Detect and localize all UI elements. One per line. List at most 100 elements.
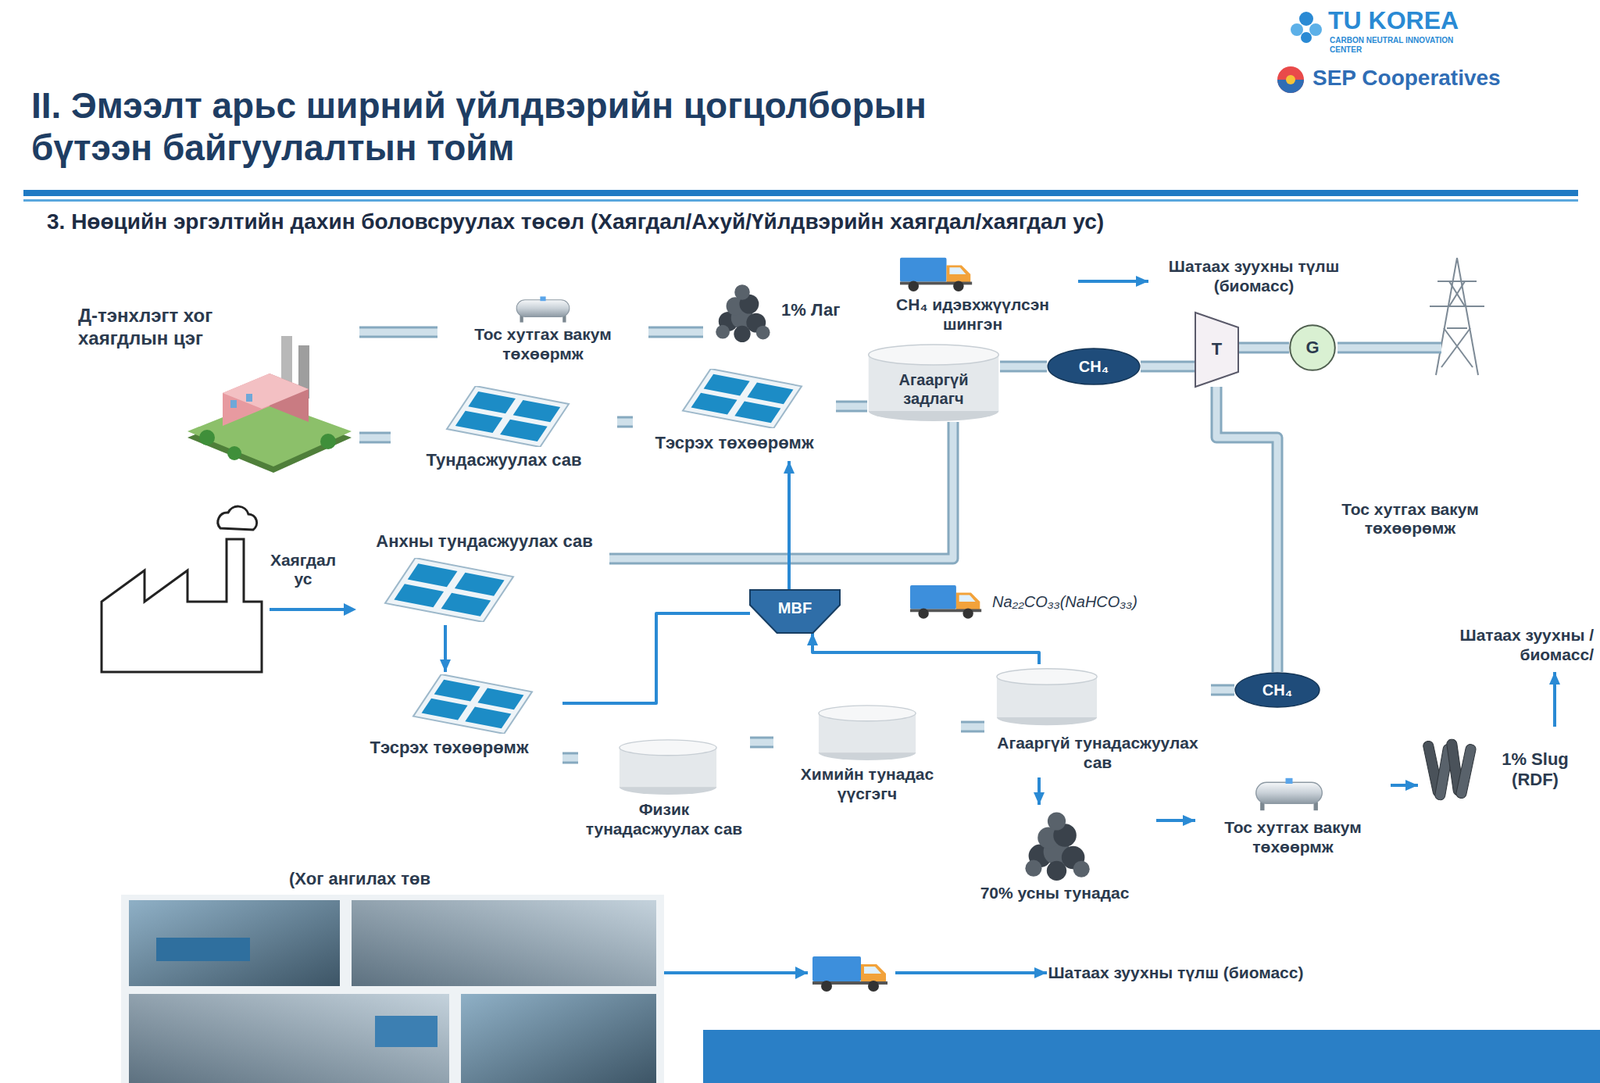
power-tower <box>1443 328 1473 368</box>
tu-korea-logo <box>1290 23 1304 36</box>
shape-node: MBF <box>750 589 840 633</box>
sorting-center-photos <box>128 900 340 986</box>
node-label: CH₄ <box>1046 357 1141 376</box>
cylinder-tank <box>619 739 717 795</box>
equipment-node: CH₄ идэвхжүүлсэн шингэн <box>867 253 1079 344</box>
shape-node: CH₄ <box>1234 671 1321 708</box>
pipe-outer <box>1216 386 1278 672</box>
cylinder-tank <box>818 705 916 761</box>
building-icon <box>199 429 215 446</box>
node-label: Агааргүй тунадасжуулах сав <box>984 732 1211 772</box>
pipe-inner <box>750 739 774 747</box>
label-box: CARBON NEUTRAL INNOVATION CENTER <box>1329 35 1463 54</box>
diagram-label: TU KOREA <box>1328 6 1579 36</box>
wastewater-arrow <box>269 603 357 616</box>
power-tower <box>1429 305 1485 308</box>
equipment-node: Тэсрэх төхөөрөмж <box>335 671 563 766</box>
truck-ground <box>807 950 896 996</box>
rdf-pellets <box>1422 738 1477 800</box>
equipment-node: Тундасжуулах сав <box>390 382 618 481</box>
equipment-node: (Хог ангилах төв <box>117 867 665 1083</box>
pipe-connector <box>1140 366 1196 368</box>
node-label: 70% усны тунадас <box>953 882 1157 903</box>
pipe-outer <box>359 432 391 444</box>
pipe-inner <box>1238 344 1290 352</box>
power-tower <box>1457 257 1479 375</box>
rdf-pellets <box>1455 743 1477 800</box>
sorting-center-photos <box>121 894 665 1083</box>
pipe-connector <box>960 726 985 728</box>
shape-node: Агааргүй задлагч <box>867 343 1000 422</box>
flow-arrow <box>787 460 791 590</box>
node-label: Na₂₂CO₃₃(NaHCO₃₃) <box>992 592 1172 611</box>
power-tower <box>1449 281 1465 307</box>
pipe-connector <box>750 742 774 743</box>
node-label: 1% Лаг <box>781 300 852 321</box>
generator-line-pipe <box>1337 344 1442 352</box>
pipe-connector <box>617 421 633 423</box>
diagram-label: 3. Нөөцийн эргэлтийн дахин боловсруулах … <box>46 209 1532 235</box>
diagram-label: CARBON NEUTRAL INNOVATION CENTER <box>1329 35 1463 54</box>
node-label: (Хог ангилах төв <box>289 868 665 890</box>
pipe-inner <box>1140 363 1196 371</box>
flow-arrow <box>1078 279 1149 283</box>
equipment-node: Тос хутгах вакум төхөөрмж <box>1195 773 1391 860</box>
sludge-pile <box>715 284 770 343</box>
node-label: Тэсрэх төхөөрөмж <box>632 432 836 454</box>
pipe-outer <box>1238 342 1290 354</box>
tu-korea-logo <box>1290 11 1322 43</box>
pipe-outer <box>562 752 579 765</box>
node-label: T <box>1195 339 1239 360</box>
pipe-inner <box>1216 386 1278 672</box>
factory-outline <box>217 506 258 530</box>
pipe-inner <box>617 418 633 426</box>
node-label: Д-тэнхлэгт хог хаягдлын цэг <box>78 304 250 350</box>
truck-icon <box>812 956 888 992</box>
node-label: CH₄ идэвхжүүлсэн шингэн <box>870 294 1075 334</box>
node-label: Анхны тундасжуулах сав <box>359 531 610 552</box>
power-tower <box>1446 327 1468 329</box>
pipe-connector <box>562 757 579 759</box>
cylinder-top <box>868 344 1000 365</box>
turbine-outline <box>1195 312 1239 387</box>
tank-icon <box>682 368 802 429</box>
node-label: Тос хутгах вакум төхөөрмж <box>1195 817 1391 857</box>
diagram-label: Тос хутгах вакум төхөөрөмж <box>1312 500 1508 538</box>
vacuum-icon <box>516 296 570 322</box>
pipe-connector <box>1216 386 1278 672</box>
tank-icon <box>385 557 514 622</box>
equipment-node: 70% усны тунадас <box>953 804 1157 922</box>
equipment-node: Тос хутгах вакум төхөөрмж <box>437 292 649 372</box>
shape-node: G <box>1289 324 1336 372</box>
generator-line-pipe <box>1337 347 1442 349</box>
pipe-connector <box>1210 689 1235 691</box>
diagram-title: II. Эмээлт арьс ширний үйлдвэрийн цогцол… <box>31 84 1047 170</box>
equipment-node: Шатаах зуухны түлш (биомасс) <box>1046 945 1305 1000</box>
pipe-outer <box>960 721 985 733</box>
pipe-connector <box>359 332 438 333</box>
building-icon <box>246 393 253 402</box>
label-box: Хаягдал ус <box>264 550 343 589</box>
sorting-center-photos <box>121 894 665 1083</box>
equipment-node: Na₂₂CO₃₃(NaHCO₃₃) <box>906 574 1172 629</box>
tank-icon <box>413 674 533 734</box>
sorting-center-photos <box>351 900 657 986</box>
pipe-outer <box>1000 360 1047 373</box>
wastewater-arrow <box>343 603 357 616</box>
title-box: II. Эмээлт арьс ширний үйлдвэрийн цогцол… <box>31 84 1047 170</box>
diagram-label: Хаягдал ус <box>264 550 343 589</box>
tank-icon <box>446 385 569 447</box>
cylinder-tank <box>996 668 1097 725</box>
flow-arrow <box>443 625 447 672</box>
pipe-inner <box>359 328 438 336</box>
node-label: Тос хутгах вакум төхөөрмж <box>442 324 644 364</box>
building-icon <box>320 433 336 450</box>
label-box: 3. Нөөцийн эргэлтийн дахин боловсруулах … <box>46 209 1532 235</box>
wastewater-arrow <box>269 607 347 611</box>
pipe-connector <box>609 421 954 559</box>
funnel-outline <box>750 589 840 633</box>
sorting-center-photos <box>460 993 657 1083</box>
node-label: Химийн тунадас үүсгэгч <box>773 764 961 804</box>
label-box: Тос хутгах вакум төхөөрөмж <box>1312 500 1508 538</box>
